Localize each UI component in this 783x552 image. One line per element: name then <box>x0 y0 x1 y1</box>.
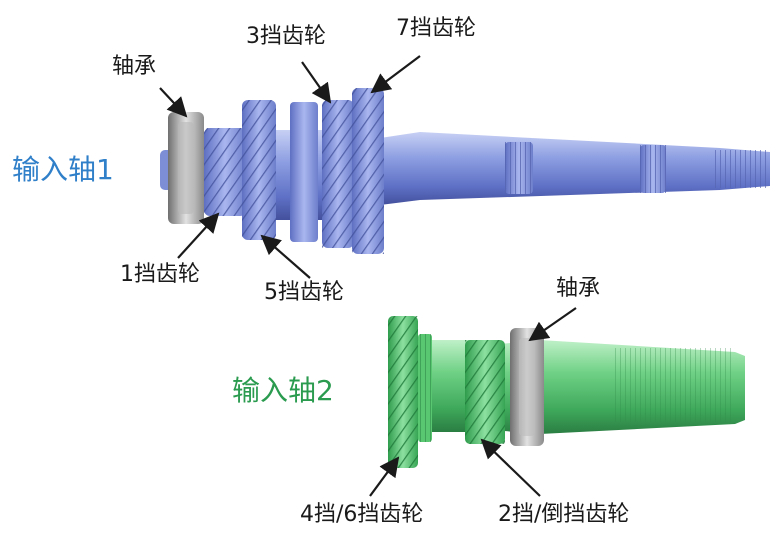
shaft1-tail-spline <box>715 150 770 188</box>
shaft2-hub <box>425 340 470 432</box>
label-gear1: 1挡齿轮 <box>120 262 200 287</box>
label-gear46: 4挡/6挡齿轮 <box>300 502 424 527</box>
shaft1-spline-ring-b-teeth <box>640 145 666 193</box>
shaft1-gear-5-teeth <box>242 100 276 240</box>
input-shaft-2 <box>388 316 745 468</box>
shaft1-collar <box>290 102 318 242</box>
shaft2-bearing-inner <box>519 338 535 436</box>
shaft1-bearing-inner <box>178 122 194 214</box>
label-gear2r: 2挡/倒挡齿轮 <box>498 502 630 527</box>
shaft1-gear-3-teeth <box>322 100 354 248</box>
arrow-gear1 <box>177 212 220 259</box>
arrow-gear3 <box>301 61 332 104</box>
label-shaft2-bearing: 轴承 <box>556 276 601 301</box>
shaft2-spline-ring-teeth <box>418 334 432 442</box>
shaft2-spline-section <box>615 348 735 422</box>
arrow-gear7 <box>370 55 421 94</box>
label-gear3: 3挡齿轮 <box>246 24 326 49</box>
shaft1-title: 输入轴1 <box>12 153 114 186</box>
arrow-shaft2-bearing <box>528 307 577 342</box>
callout-arrows <box>159 55 577 497</box>
shaft1-gear-7-teeth <box>352 88 384 254</box>
shaft1-body <box>380 132 770 205</box>
label-gear7: 7挡齿轮 <box>396 16 476 41</box>
label-gear5: 5挡齿轮 <box>264 280 344 305</box>
shaft2-gear-4-6-teeth <box>388 316 418 468</box>
arrow-gear5 <box>260 234 311 279</box>
arrow-gear2r <box>480 438 541 497</box>
input-shaft-1 <box>160 88 770 254</box>
shaft1-spline-ring-a-teeth <box>505 142 533 194</box>
shaft2-title: 输入轴2 <box>232 374 334 407</box>
shaft1-gear-1-teeth <box>204 128 246 216</box>
arrow-gear46 <box>369 456 400 497</box>
shaft2-gear-2-r-teeth <box>465 340 505 444</box>
arrow-shaft1-bearing <box>159 87 188 118</box>
label-shaft1-bearing: 轴承 <box>112 54 157 79</box>
